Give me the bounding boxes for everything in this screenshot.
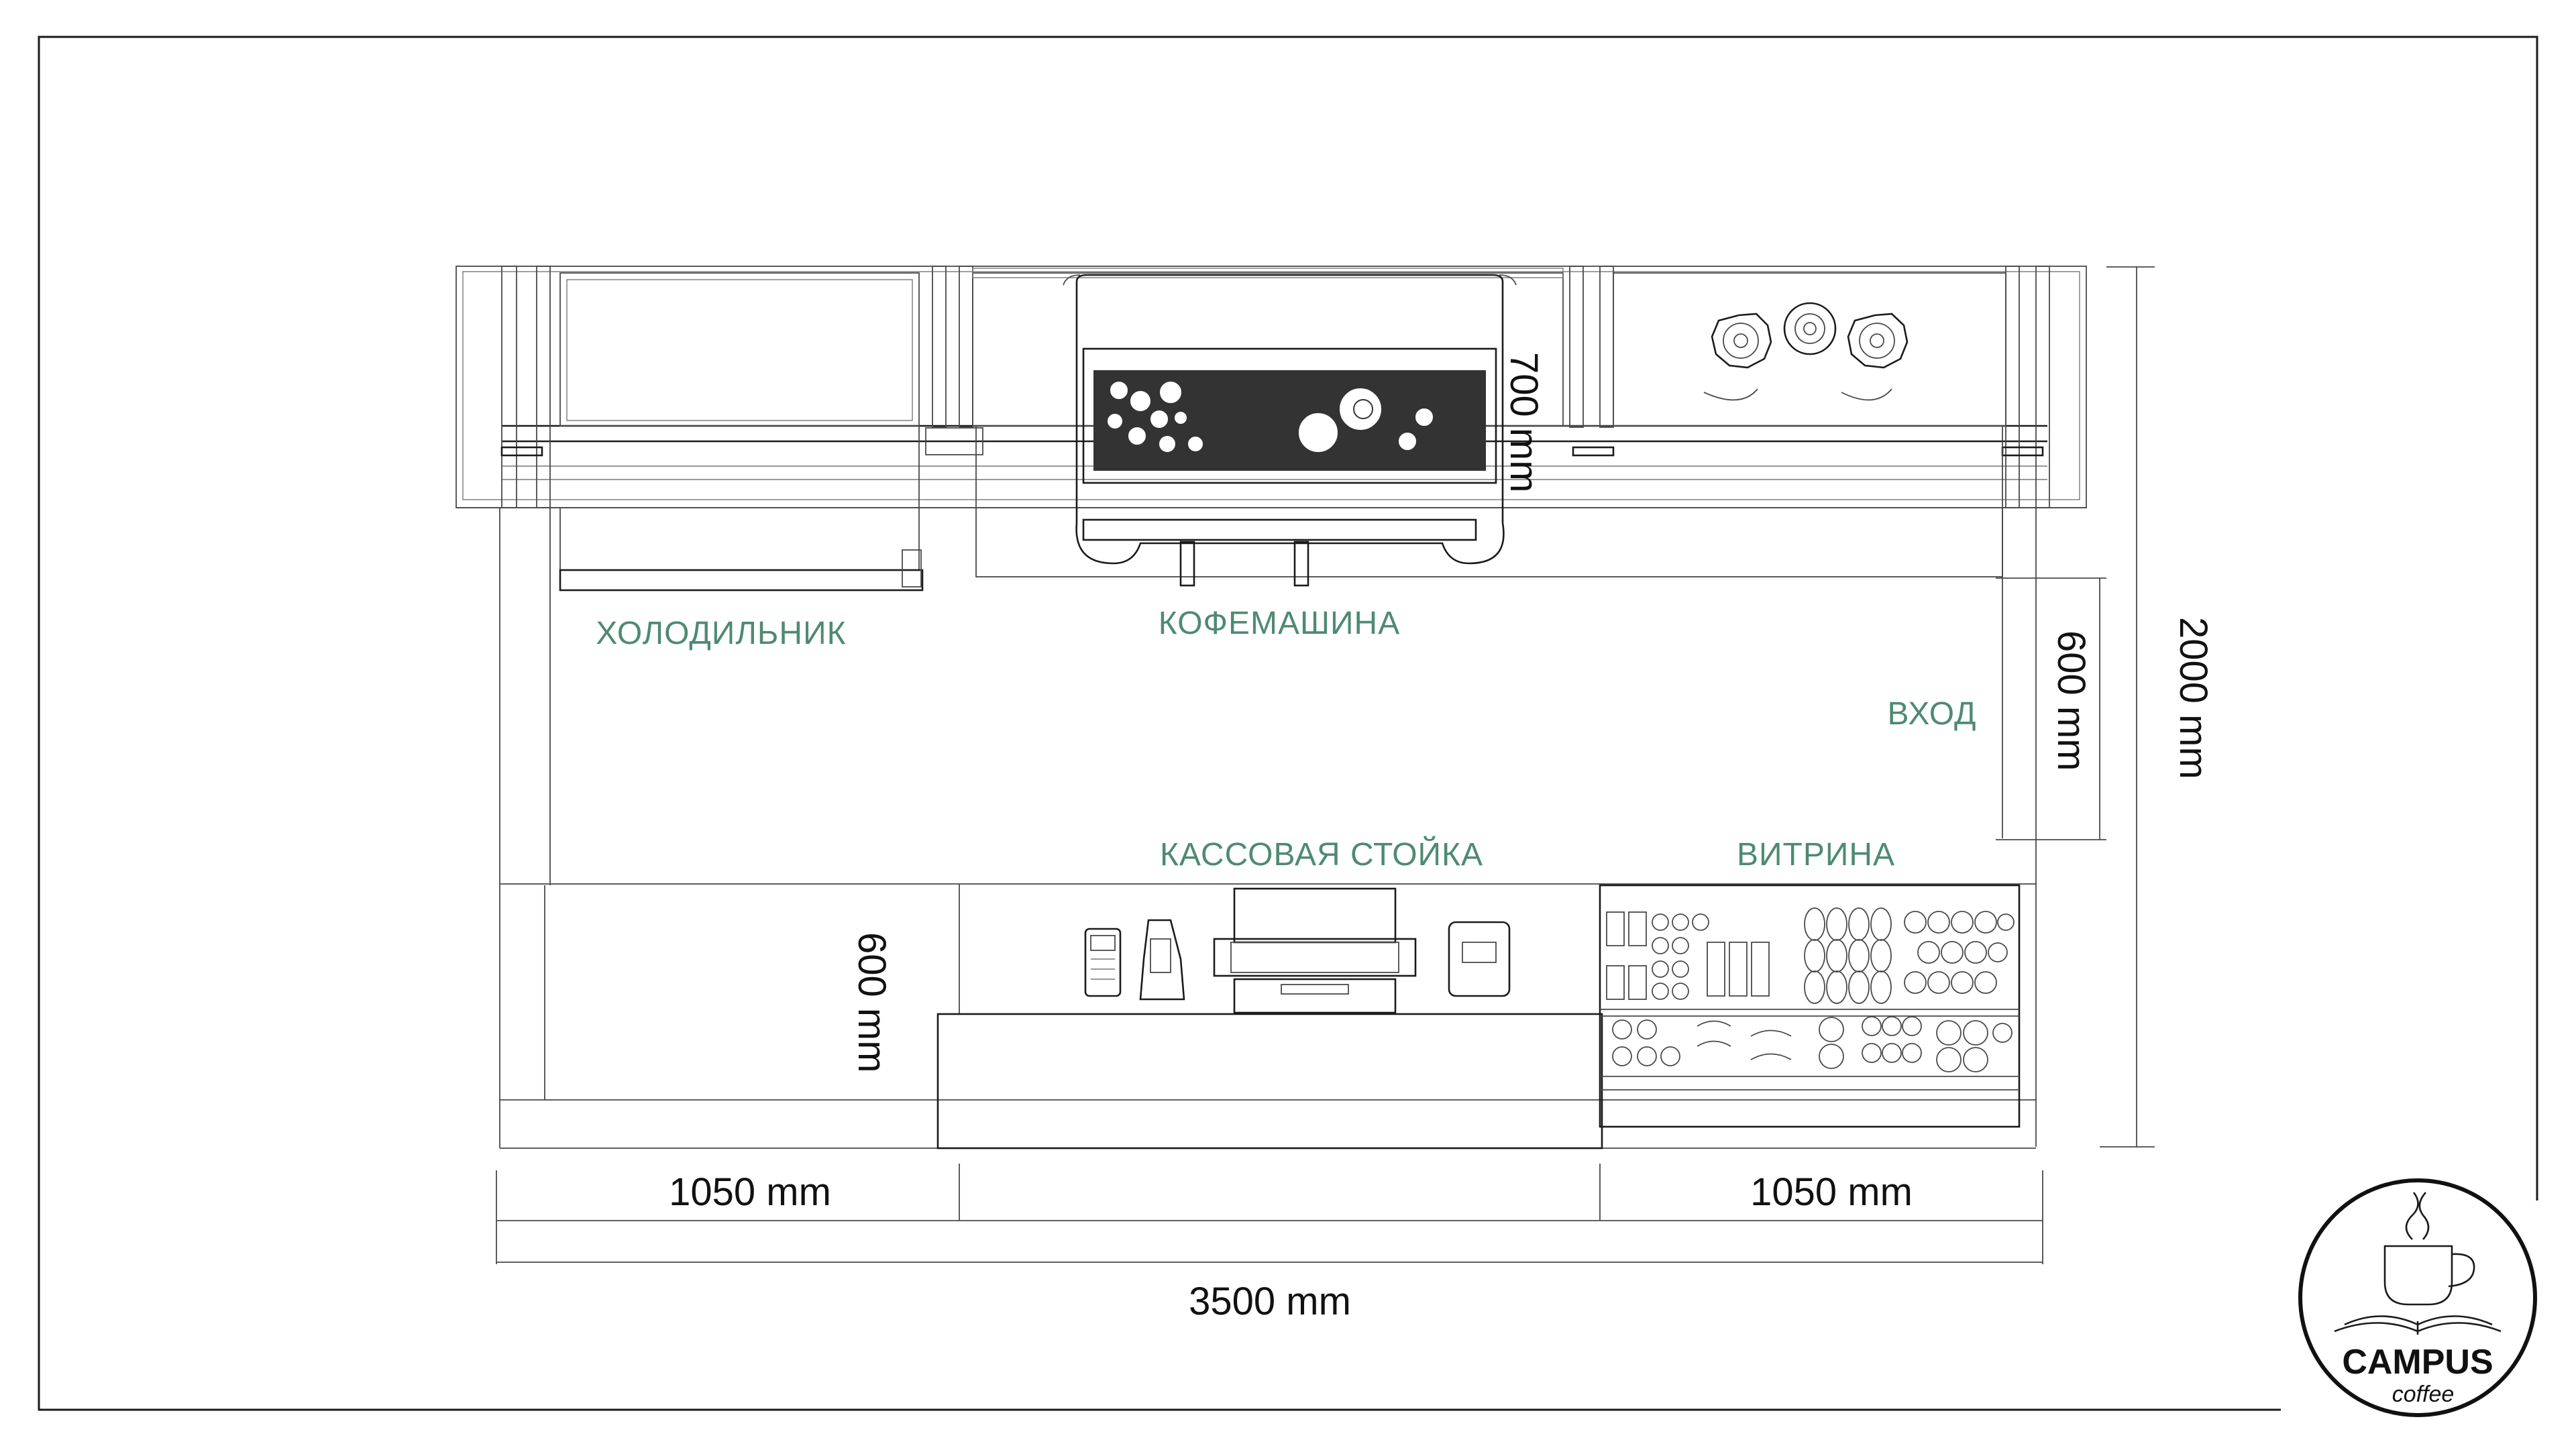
panel-vents	[1100, 361, 1415, 478]
coffee-machine-unit	[972, 268, 2003, 587]
left-section-dimension: 1050 mm	[669, 1170, 831, 1214]
logo-brand: CAMPUS	[2342, 1343, 2493, 1382]
total-width-dimension: 3500 mm	[1189, 1280, 1351, 1323]
campus-coffee-logo: CAMPUS coffee	[2298, 1178, 2537, 1417]
grinders-unit	[1613, 272, 2006, 427]
dimension-lines	[496, 266, 2155, 1264]
display-items-bottom	[1612, 1016, 2012, 1072]
fridge-label: ХОЛОДИЛЬНИК	[596, 616, 846, 651]
coffee-machine-label: КОФЕМАШИНА	[1159, 606, 1400, 641]
right-section-dimension: 1050 mm	[1750, 1170, 1913, 1214]
cash-counter-unit	[500, 883, 2036, 1150]
cash-counter-label: КАССОВАЯ СТОЙКА	[1160, 836, 1483, 873]
display-items-top	[1606, 907, 2015, 1004]
display-case-label: ВИТРИНА	[1737, 837, 1895, 873]
back-depth-dimension: 700 mm	[1502, 352, 1546, 493]
coffee-cups	[1106, 380, 1434, 453]
entrance-label: ВХОД	[1887, 696, 1976, 732]
total-depth-dimension: 2000 mm	[2171, 617, 2215, 779]
room-outline	[499, 508, 2106, 1149]
counter-depth-dimension: 600 mm	[850, 932, 894, 1073]
sheet-border	[38, 36, 2538, 1411]
display-case-unit	[1599, 884, 2021, 1128]
fridge-unit	[559, 272, 924, 592]
logo-sub: coffee	[2392, 1382, 2455, 1407]
entrance-width-dimension: 600 mm	[2049, 630, 2093, 771]
